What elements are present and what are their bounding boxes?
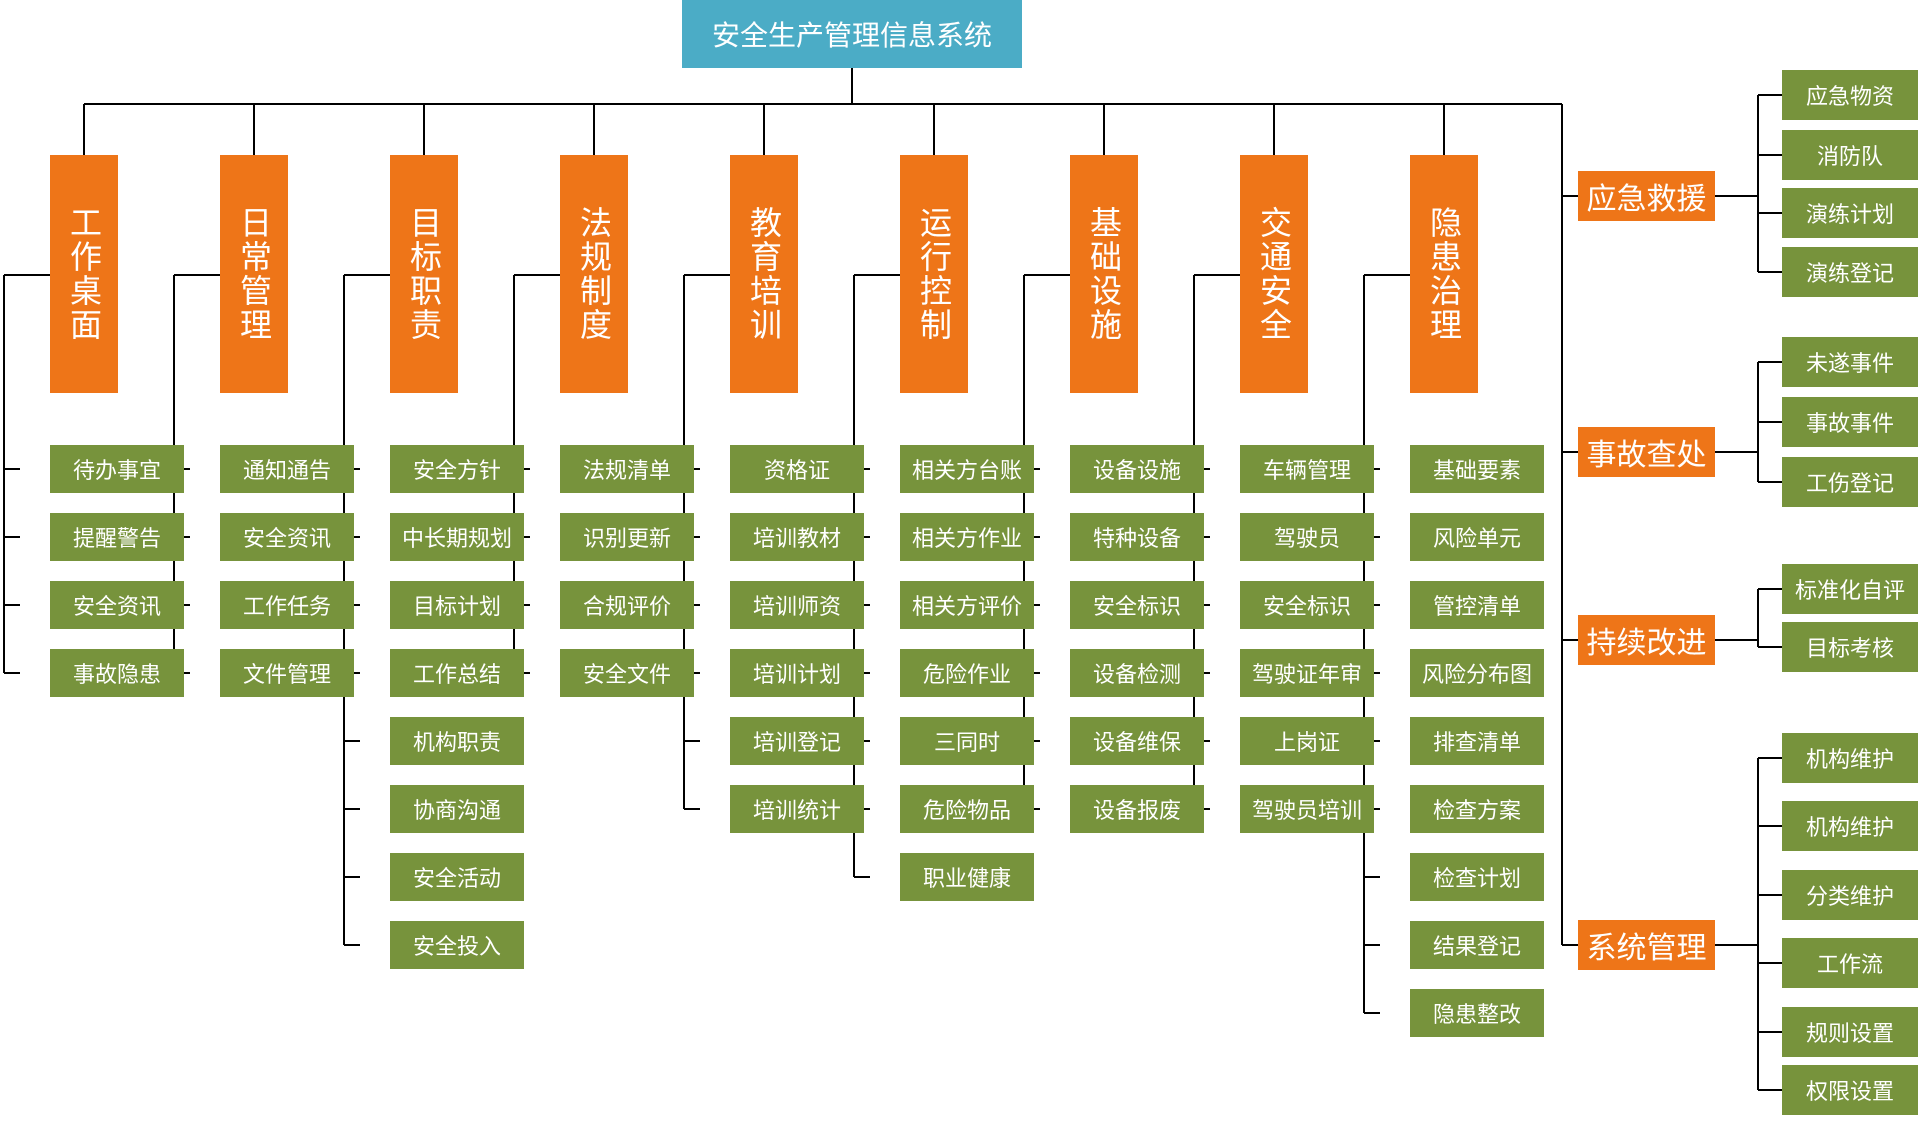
item-3-4: 工作总结 bbox=[390, 649, 524, 697]
item-5-2: 培训教材 bbox=[730, 513, 864, 561]
right-item-4-5: 规则设置 bbox=[1782, 1007, 1918, 1057]
item-4-3: 合规评价 bbox=[560, 581, 694, 629]
item-7-6: 设备报废 bbox=[1070, 785, 1204, 833]
item-3-7: 安全活动 bbox=[390, 853, 524, 901]
right-category-4: 系统管理 bbox=[1578, 920, 1715, 970]
item-3-1: 安全方针 bbox=[390, 445, 524, 493]
category-8: 交通安全 bbox=[1240, 155, 1308, 393]
right-item-4-3: 分类维护 bbox=[1782, 870, 1918, 920]
item-9-7: 检查计划 bbox=[1410, 853, 1544, 901]
category-1: 工作桌面 bbox=[50, 155, 118, 393]
item-7-5: 设备维保 bbox=[1070, 717, 1204, 765]
right-item-1-4: 演练登记 bbox=[1782, 247, 1918, 297]
item-6-5: 三同时 bbox=[900, 717, 1034, 765]
right-item-2-3: 工伤登记 bbox=[1782, 457, 1918, 507]
item-8-5: 上岗证 bbox=[1240, 717, 1374, 765]
item-8-6: 驾驶员培训 bbox=[1240, 785, 1374, 833]
item-6-2: 相关方作业 bbox=[900, 513, 1034, 561]
right-item-4-4: 工作流 bbox=[1782, 938, 1918, 988]
item-4-2: 识别更新 bbox=[560, 513, 694, 561]
item-7-1: 设备设施 bbox=[1070, 445, 1204, 493]
category-5: 教育培训 bbox=[730, 155, 798, 393]
item-6-3: 相关方评价 bbox=[900, 581, 1034, 629]
item-3-6: 协商沟通 bbox=[390, 785, 524, 833]
right-category-2: 事故查处 bbox=[1578, 427, 1715, 477]
right-item-1-2: 消防队 bbox=[1782, 130, 1918, 180]
item-2-3: 工作任务 bbox=[220, 581, 354, 629]
item-6-1: 相关方台账 bbox=[900, 445, 1034, 493]
category-7: 基础设施 bbox=[1070, 155, 1138, 393]
item-1-4: 事故隐患 bbox=[50, 649, 184, 697]
item-8-2: 驾驶员 bbox=[1240, 513, 1374, 561]
item-6-6: 危险物品 bbox=[900, 785, 1034, 833]
right-item-1-3: 演练计划 bbox=[1782, 188, 1918, 238]
item-9-6: 检查方案 bbox=[1410, 785, 1544, 833]
right-item-1-1: 应急物资 bbox=[1782, 70, 1918, 120]
item-7-4: 设备检测 bbox=[1070, 649, 1204, 697]
right-item-3-2: 目标考核 bbox=[1782, 622, 1918, 672]
item-1-2: 提醒警告 bbox=[50, 513, 184, 561]
right-category-3: 持续改进 bbox=[1578, 615, 1715, 665]
item-3-5: 机构职责 bbox=[390, 717, 524, 765]
item-9-5: 排查清单 bbox=[1410, 717, 1544, 765]
item-4-4: 安全文件 bbox=[560, 649, 694, 697]
category-6: 运行控制 bbox=[900, 155, 968, 393]
item-5-3: 培训师资 bbox=[730, 581, 864, 629]
right-item-3-1: 标准化自评 bbox=[1782, 564, 1918, 614]
category-3: 目标职责 bbox=[390, 155, 458, 393]
item-7-2: 特种设备 bbox=[1070, 513, 1204, 561]
category-4: 法规制度 bbox=[560, 155, 628, 393]
item-2-2: 安全资讯 bbox=[220, 513, 354, 561]
item-9-4: 风险分布图 bbox=[1410, 649, 1544, 697]
item-4-1: 法规清单 bbox=[560, 445, 694, 493]
right-item-2-2: 事故事件 bbox=[1782, 397, 1918, 447]
item-8-1: 车辆管理 bbox=[1240, 445, 1374, 493]
item-6-4: 危险作业 bbox=[900, 649, 1034, 697]
item-5-4: 培训计划 bbox=[730, 649, 864, 697]
right-category-1: 应急救援 bbox=[1578, 171, 1715, 221]
item-9-2: 风险单元 bbox=[1410, 513, 1544, 561]
item-5-1: 资格证 bbox=[730, 445, 864, 493]
item-9-3: 管控清单 bbox=[1410, 581, 1544, 629]
item-9-8: 结果登记 bbox=[1410, 921, 1544, 969]
item-1-3: 安全资讯 bbox=[50, 581, 184, 629]
right-item-4-1: 机构维护 bbox=[1782, 733, 1918, 783]
right-item-2-1: 未遂事件 bbox=[1782, 337, 1918, 387]
item-3-2: 中长期规划 bbox=[390, 513, 524, 561]
item-8-3: 安全标识 bbox=[1240, 581, 1374, 629]
item-2-4: 文件管理 bbox=[220, 649, 354, 697]
item-9-9: 隐患整改 bbox=[1410, 989, 1544, 1037]
item-2-1: 通知通告 bbox=[220, 445, 354, 493]
category-2: 日常管理 bbox=[220, 155, 288, 393]
right-item-4-2: 机构维护 bbox=[1782, 801, 1918, 851]
item-3-8: 安全投入 bbox=[390, 921, 524, 969]
item-9-1: 基础要素 bbox=[1410, 445, 1544, 493]
item-1-1: 待办事宜 bbox=[50, 445, 184, 493]
item-6-7: 职业健康 bbox=[900, 853, 1034, 901]
system-title: 安全生产管理信息系统 bbox=[682, 0, 1022, 68]
item-7-3: 安全标识 bbox=[1070, 581, 1204, 629]
category-9: 隐患治理 bbox=[1410, 155, 1478, 393]
item-8-4: 驾驶证年审 bbox=[1240, 649, 1374, 697]
item-3-3: 目标计划 bbox=[390, 581, 524, 629]
item-5-6: 培训统计 bbox=[730, 785, 864, 833]
right-item-4-6: 权限设置 bbox=[1782, 1065, 1918, 1115]
item-5-5: 培训登记 bbox=[730, 717, 864, 765]
